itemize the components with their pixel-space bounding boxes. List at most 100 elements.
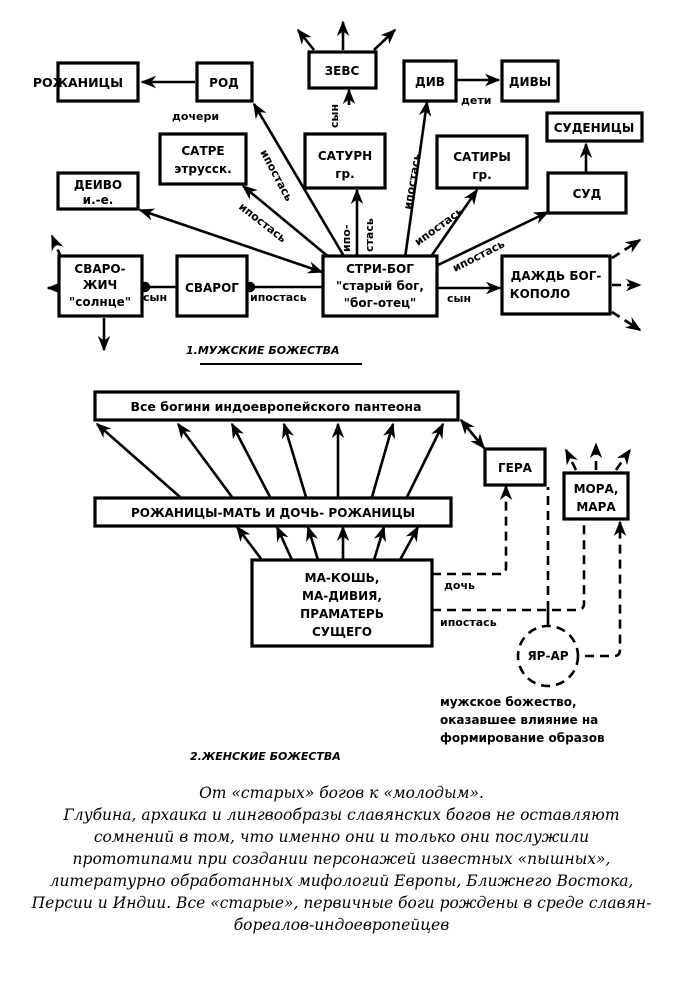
node-satiry: САТИРЫ гр. — [435, 134, 529, 190]
edge-makosh-mora-ipostas — [432, 488, 591, 612]
node-divy: ДИВЫ — [500, 59, 560, 103]
section2-edges — [95, 418, 632, 658]
edge-stribog-satiry — [428, 188, 479, 259]
section1-edges — [46, 20, 642, 352]
node-rod: РОД — [195, 61, 254, 103]
svg-text:Все богини индоевропейского па: Все богини индоевропейского пантеона — [130, 399, 421, 414]
svg-text:этрусск.: этрусск. — [174, 162, 231, 176]
edge-rm-vb-1 — [95, 422, 181, 498]
svg-text:СТРИ-БОГ: СТРИ-БОГ — [346, 262, 414, 276]
edge-stribog-sud — [437, 210, 550, 267]
caption-line: Глубина, архаика и лингвообразы славянск… — [63, 806, 620, 824]
svg-text:МАРА: МАРА — [576, 500, 616, 514]
label-doch: дочь — [444, 579, 475, 592]
svg-text:ДЕИВО: ДЕИВО — [74, 178, 122, 192]
svg-text:ПРАМАТЕРЬ: ПРАМАТЕРЬ — [300, 607, 384, 621]
svg-text:САТРЕ: САТРЕ — [181, 144, 224, 158]
edge-rm-vb-7 — [405, 422, 445, 498]
caption-line: бореалов-индоевропейцев — [233, 916, 450, 934]
node-deivo: ДЕИВО и.-е. — [56, 171, 140, 211]
node-stribog: СТРИ-БОГ "старый бог, "бог-отец" — [321, 254, 439, 318]
caption-line: литературно обработанных мифологий Европ… — [49, 872, 634, 890]
node-gera: ГЕРА — [483, 447, 547, 487]
node-makosh: МА-КОШЬ, МА-ДИВИЯ, ПРАМАТЕРЬ СУЩЕГО — [250, 558, 434, 648]
svg-text:РОЖАНИЦЫ: РОЖАНИЦЫ — [33, 75, 123, 90]
svg-text:ЯР-АР: ЯР-АР — [527, 649, 568, 663]
svg-text:САТИРЫ: САТИРЫ — [453, 150, 511, 164]
label-ipostas-satre: ипостась — [236, 200, 289, 245]
label-ipo: ипо- — [340, 225, 353, 252]
edge-svarozhich-out-1 — [50, 234, 64, 256]
svg-text:"бог-отец": "бог-отец" — [344, 296, 417, 310]
svg-text:СУЩЕГО: СУЩЕГО — [312, 625, 372, 639]
edge-rm-vb-2 — [176, 422, 234, 498]
edge-makosh-gera-doch — [432, 484, 513, 576]
svg-text:ЗЕВС: ЗЕВС — [325, 64, 360, 78]
caption-line: прототипами при создании персонажей изве… — [72, 850, 611, 868]
caption-line: сомнений в том, что именно они и только … — [93, 828, 590, 846]
node-mora: МОРА, МАРА — [562, 471, 630, 521]
label-syn-zevs: сын — [328, 104, 341, 128]
node-sud: СУД — [546, 171, 628, 215]
label-ipostas-div: ипостась — [401, 152, 424, 210]
edge-mk-rm-1 — [235, 525, 264, 561]
edge-rm-vb-3 — [230, 422, 272, 498]
deity-diagram: РОЖАНИЦЫ РОД ЗЕВС ДИВ ДИВЫ СУДЕНИЦЫ САТР… — [33, 20, 644, 763]
edge-vb-gera — [459, 418, 486, 450]
node-svarog: СВАРОГ — [175, 254, 249, 318]
edge-dazhdbog-out-3 — [611, 310, 642, 332]
edge-stribog-div — [403, 100, 432, 259]
svg-text:ДИВ: ДИВ — [415, 75, 445, 89]
label-syn-svarog: сын — [143, 291, 167, 304]
svg-text:РОД: РОД — [209, 76, 239, 90]
node-satre: САТРЕ этрусск. — [158, 132, 248, 186]
svg-text:"солнце": "солнце" — [69, 295, 131, 309]
node-vse-bogini: Все богини индоевропейского пантеона — [93, 390, 460, 422]
label-docheri: дочери — [172, 110, 219, 123]
label-deti: дети — [461, 94, 491, 107]
svg-text:ЖИЧ: ЖИЧ — [83, 278, 117, 292]
label-syn-dazhd: сын — [447, 292, 471, 305]
label-ipostas-rod: ипостась — [257, 147, 295, 203]
edge-mora-out-3 — [614, 448, 632, 471]
node-sudenitsy: СУДЕНИЦЫ — [545, 111, 644, 143]
node-yarar: ЯР-АР — [516, 624, 580, 688]
svg-text:мужское божество,: мужское божество, — [440, 695, 577, 709]
svg-text:СВАРОГ: СВАРОГ — [185, 281, 239, 295]
section1-heading: 1.МУЖСКИЕ БОЖЕСТВА — [186, 344, 340, 357]
edge-stribog-rod — [252, 102, 347, 259]
edge-mora-out-1 — [564, 448, 578, 471]
node-svarozhich: СВАРО- ЖИЧ "солнце" — [57, 254, 144, 318]
edge-rm-vb-4 — [282, 422, 308, 498]
svg-text:МА-КОШЬ,: МА-КОШЬ, — [305, 571, 380, 585]
svg-text:СУД: СУД — [573, 187, 602, 201]
svg-text:СУДЕНИЦЫ: СУДЕНИЦЫ — [554, 121, 635, 135]
label-ipostas-svarog: ипостась — [250, 291, 307, 304]
edge-mk-rm-6 — [398, 525, 420, 561]
figure-caption: От «старых» богов к «молодым». Глубина, … — [0, 782, 683, 936]
edge-zevs-out-3 — [373, 28, 397, 51]
svg-text:КОПОЛО: КОПОЛО — [510, 287, 570, 301]
node-div: ДИВ — [402, 59, 458, 103]
node-rozhanitsy-mat: РОЖАНИЦЫ-МАТЬ И ДОЧЬ- РОЖАНИЦЫ — [93, 496, 453, 528]
svg-text:ГЕРА: ГЕРА — [498, 461, 533, 475]
caption-line: От «старых» богов к «молодым». — [199, 784, 484, 802]
svg-text:МОРА,: МОРА, — [574, 482, 619, 496]
edge-dazhdbog-out-1 — [611, 238, 642, 260]
svg-text:гр.: гр. — [472, 168, 491, 182]
svg-text:СВАРО-: СВАРО- — [74, 262, 125, 276]
node-zevs: ЗЕВС — [307, 50, 378, 90]
svg-text:оказавшее влияние на: оказавшее влияние на — [440, 713, 598, 727]
edge-yarar-mora — [570, 520, 627, 658]
section2-heading: 2.ЖЕНСКИЕ БОЖЕСТВА — [190, 750, 341, 763]
svg-text:и.-е.: и.-е. — [83, 193, 114, 207]
edge-mk-rm-2 — [275, 525, 294, 561]
node-saturn: САТУРН гр. — [303, 132, 387, 190]
svg-text:"старый бог,: "старый бог, — [336, 279, 424, 293]
node-rozhanitsy: РОЖАНИЦЫ — [33, 61, 140, 103]
svg-text:МА-ДИВИЯ,: МА-ДИВИЯ, — [302, 589, 382, 603]
edge-rm-vb-6 — [370, 422, 396, 498]
edge-mk-rm-5 — [372, 525, 386, 561]
label-ipostas-makosh: ипостась — [440, 616, 497, 629]
svg-text:ДИВЫ: ДИВЫ — [509, 75, 551, 89]
